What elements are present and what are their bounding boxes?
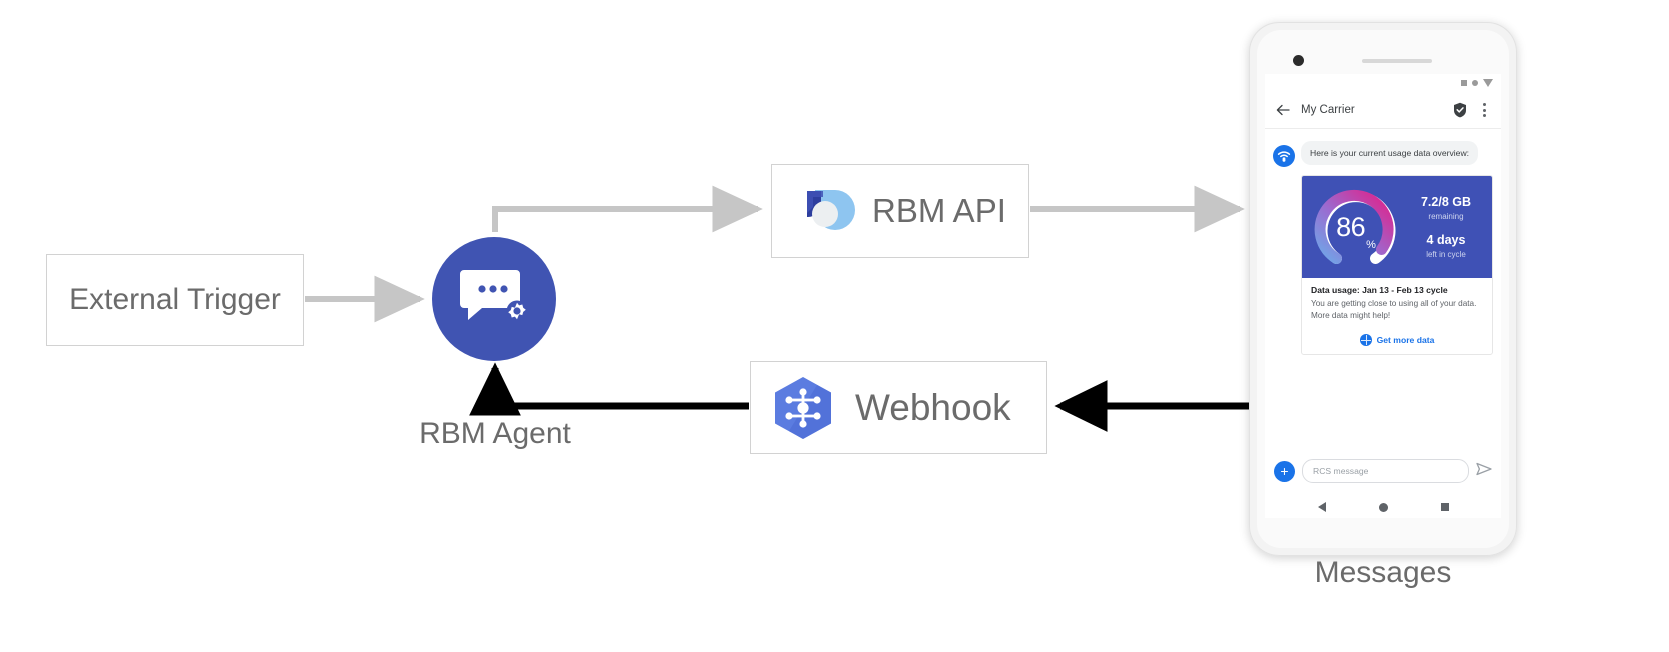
incoming-message-bubble: Here is your current usage data overview… [1301,141,1479,166]
kebab-menu-icon[interactable] [1477,103,1491,117]
triangle-down-icon [1483,79,1493,87]
message-composer: + RCS message [1265,449,1501,493]
nav-back-icon[interactable] [1317,502,1326,512]
external-trigger-label: External Trigger [69,283,281,316]
stat-value: 7.2/8 GB [1420,195,1472,210]
globe-icon [1359,333,1372,346]
earpiece-icon [1362,59,1432,63]
android-nav-bar [1265,493,1501,518]
phone-mockup: My Carrier [1249,22,1517,556]
front-camera-icon [1293,55,1304,66]
stat-days-left: 4 days left in cycle [1408,233,1484,259]
app-bar: My Carrier [1265,92,1501,129]
rbm-api-label: RBM API [872,192,1006,229]
webhook-label: Webhook [855,386,1011,428]
send-icon[interactable] [1476,462,1492,481]
plus-icon[interactable]: + [1274,460,1295,482]
rcs-message-placeholder: RCS message [1313,466,1369,476]
get-more-data-button[interactable]: Get more data [1302,327,1492,354]
app-bar-title: My Carrier [1301,104,1355,116]
phone-body: My Carrier [1249,22,1517,556]
phone-screen: My Carrier [1265,74,1501,518]
nav-home-icon[interactable] [1378,502,1388,512]
edge-webhook-to-agent [469,362,749,416]
chat-gear-icon [460,270,528,322]
nav-recents-icon[interactable] [1440,503,1449,511]
dot-icon [1472,80,1478,86]
rbm-agent-label: RBM Agent [419,417,571,450]
stat-caption: left in cycle [1426,249,1466,259]
rich-card-title: Data usage: Jan 13 - Feb 13 cycle [1311,285,1448,295]
status-bar [1265,74,1501,92]
usage-gauge: 86 % [1310,181,1402,273]
square-icon [1461,80,1467,86]
gauge-value: 86 [1336,211,1366,242]
back-arrow-icon[interactable] [1275,102,1291,118]
rbm-api-node[interactable]: RBM API [771,164,1029,258]
edge-agent-to-api [492,185,763,233]
rbm-agent-node[interactable] [432,237,556,361]
rcs-message-input[interactable]: RCS message [1302,459,1469,483]
wifi-signal-icon [1273,145,1295,167]
stat-value: 4 days [1426,233,1466,247]
verified-shield-icon [1453,102,1467,118]
stat-data-remaining: 7.2/8 GB remaining [1408,195,1484,221]
rich-card-description: You are getting close to using all of yo… [1311,299,1477,321]
external-trigger-node[interactable]: External Trigger [46,254,304,346]
webhook-hexagon-icon [775,376,831,439]
rich-card-hero: 86 % 7.2/8 GB remaining 4 day [1302,176,1492,278]
conversation-area: Here is your current usage data overview… [1265,129,1501,493]
stat-caption: remaining [1428,212,1464,221]
gauge-text: 86 % [1310,181,1402,273]
gauge-unit: % [1366,239,1376,251]
webhook-node[interactable]: Webhook [750,361,1047,454]
rich-card-body: Data usage: Jan 13 - Feb 13 cycle You ar… [1302,278,1492,327]
messages-label: Messages [1314,556,1452,589]
get-more-data-label: Get more data [1376,334,1435,345]
rbm-api-logo-icon [807,190,855,230]
hero-stats: 7.2/8 GB remaining 4 days left in cycle [1408,195,1484,258]
rich-card[interactable]: 86 % 7.2/8 GB remaining 4 day [1301,175,1493,355]
incoming-message-row: Here is your current usage data overview… [1265,141,1501,167]
